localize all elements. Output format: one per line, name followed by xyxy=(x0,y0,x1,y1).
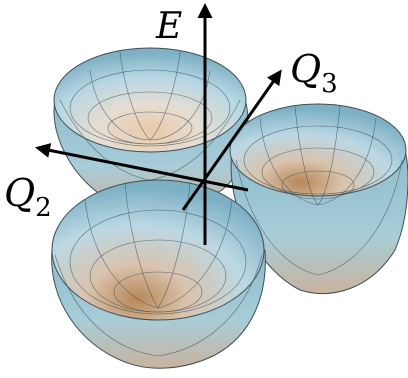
energy-axis-label: E xyxy=(155,6,182,47)
paraboloid-right-rim xyxy=(229,103,407,197)
paraboloid-upper-left-rim xyxy=(53,47,247,153)
paraboloid-lower-left xyxy=(51,179,266,369)
axes xyxy=(35,3,282,245)
q2-axis-label: Q2 xyxy=(4,171,52,223)
q2-axis xyxy=(35,142,249,192)
paraboloid-lower-left-rim xyxy=(51,179,265,321)
q3-axis-label: Q3 xyxy=(290,47,338,99)
paraboloid-upper-left xyxy=(53,47,249,211)
q3-axis xyxy=(181,69,282,211)
